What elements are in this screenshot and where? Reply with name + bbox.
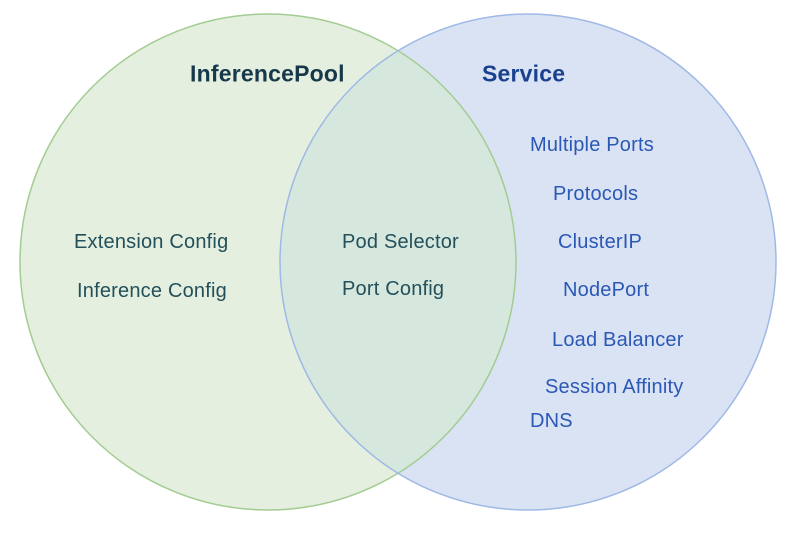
overlap-region (280, 14, 516, 510)
label-inference-config: Inference Config (77, 280, 227, 302)
label-pod-selector: Pod Selector (342, 231, 459, 253)
label-multiple-ports: Multiple Ports (530, 134, 654, 156)
label-port-config: Port Config (342, 278, 445, 300)
label-nodeport: NodePort (563, 279, 650, 301)
inferencepool-title: InferencePool (190, 60, 345, 87)
service-circle-border (279, 13, 777, 511)
inferencepool-circle-border (19, 13, 517, 511)
label-load-balancer: Load Balancer (552, 329, 684, 351)
label-session-affinity: Session Affinity (545, 376, 684, 398)
label-dns: DNS (530, 410, 573, 432)
label-clusterip: ClusterIP (558, 231, 643, 253)
label-extension-config: Extension Config (74, 231, 229, 253)
label-protocols: Protocols (553, 183, 639, 205)
service-title: Service (482, 60, 566, 87)
